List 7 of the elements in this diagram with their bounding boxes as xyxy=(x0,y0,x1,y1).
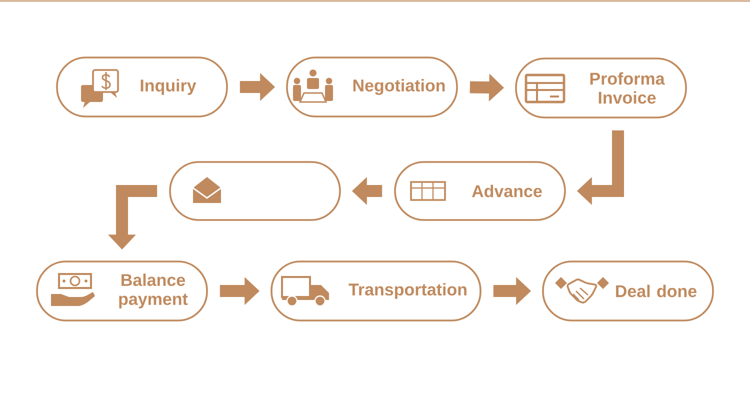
step-box: Balance payment xyxy=(36,260,208,322)
step-box: Deal done xyxy=(542,260,714,322)
step-box: Advance xyxy=(394,161,566,221)
step-box: Inquiry xyxy=(56,56,228,118)
step-box: Negotiation xyxy=(286,56,458,118)
step-box: Proforma Invoice xyxy=(515,58,687,118)
step-box: Transportation xyxy=(270,260,482,322)
